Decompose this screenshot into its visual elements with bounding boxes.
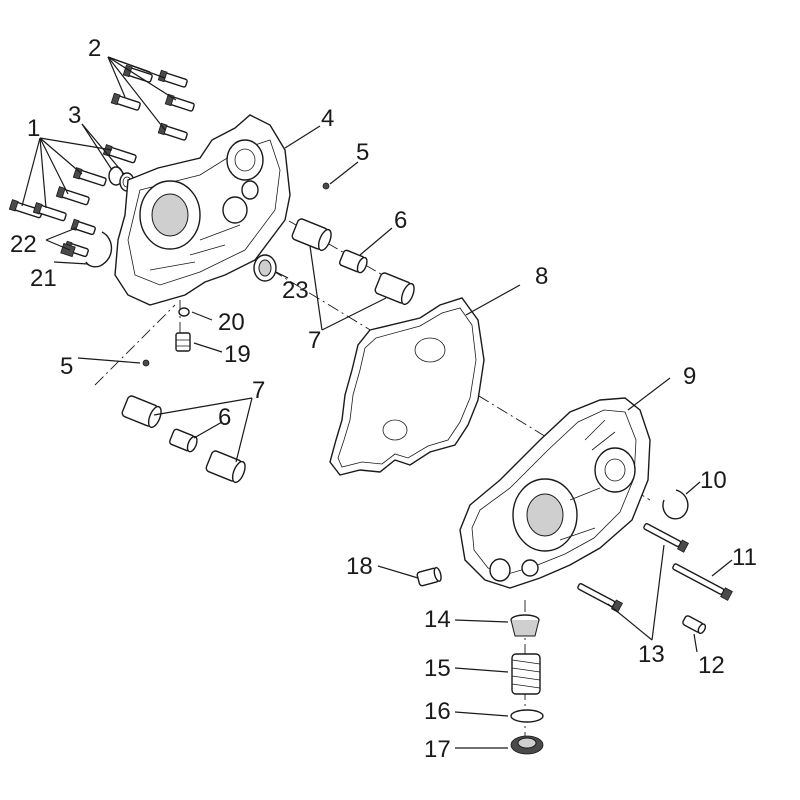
callout-16: 16 <box>424 698 451 725</box>
cap-item-17 <box>510 735 544 755</box>
washer-item-20 <box>178 307 190 317</box>
sleeve-item-12 <box>682 615 707 635</box>
dowel-sleeves-upper <box>291 218 415 306</box>
callout-5-lower: 5 <box>60 353 73 380</box>
crankcase-gasket <box>329 297 485 476</box>
leader-lines <box>21 56 733 749</box>
left-crankcase <box>114 114 291 306</box>
callout-23: 23 <box>282 277 309 304</box>
callout-7-upper: 7 <box>308 327 321 354</box>
bolts-item-13 <box>577 523 689 613</box>
sleeve-item-18 <box>416 566 442 587</box>
circlip-item-10 <box>662 489 689 520</box>
callout-6-upper: 6 <box>394 207 407 234</box>
o-ring-item-16 <box>510 709 544 723</box>
callout-10: 10 <box>700 467 727 494</box>
callout-12: 12 <box>698 652 725 679</box>
bolts-group-2 <box>110 64 195 141</box>
bolt-item-21 <box>60 242 76 258</box>
callout-1: 1 <box>27 115 40 142</box>
callout-2: 2 <box>88 35 101 62</box>
dowel-pin-lower <box>142 359 150 367</box>
callout-7-lower: 7 <box>252 377 265 404</box>
right-crankcase <box>459 397 651 589</box>
center-line-dowel-lower <box>94 304 176 386</box>
callout-14: 14 <box>424 606 451 633</box>
long-bolt-item-11 <box>672 563 733 601</box>
callout-8: 8 <box>535 263 548 290</box>
spring-item-15 <box>511 653 541 695</box>
callout-15: 15 <box>424 655 451 682</box>
callout-19: 19 <box>224 341 251 368</box>
callout-11: 11 <box>732 544 757 571</box>
callout-labels: 2 1 3 4 5 6 7 8 9 10 11 12 13 14 15 16 1… <box>10 35 757 763</box>
callout-20: 20 <box>218 309 245 336</box>
dowel-sleeves-lower <box>121 395 246 484</box>
oil-seal-item-23 <box>253 254 277 282</box>
callout-18: 18 <box>346 553 373 580</box>
bolts-group-1 <box>8 144 137 222</box>
callout-4: 4 <box>321 105 334 132</box>
callout-9: 9 <box>683 363 696 390</box>
callout-21: 21 <box>30 265 57 292</box>
dowel-pin-upper <box>322 182 330 190</box>
callout-6-lower: 6 <box>218 404 231 431</box>
callout-5-upper: 5 <box>356 139 369 166</box>
circlip-left <box>85 231 113 268</box>
strainer-item-14 <box>510 614 540 637</box>
callout-17: 17 <box>424 736 451 763</box>
drain-bolt-item-19 <box>175 332 191 352</box>
callout-3: 3 <box>68 102 81 129</box>
bolts-item-22 <box>63 218 96 258</box>
center-line-dowel-upper <box>269 209 401 286</box>
callout-22: 22 <box>10 231 37 258</box>
callout-13: 13 <box>638 641 665 668</box>
